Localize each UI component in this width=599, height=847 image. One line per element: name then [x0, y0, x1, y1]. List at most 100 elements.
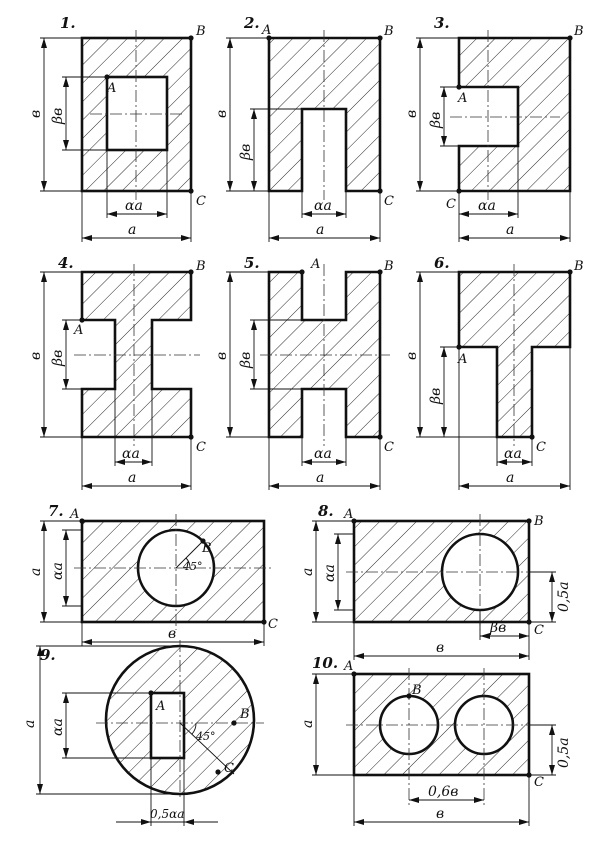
- point-a: A: [457, 352, 467, 367]
- dim-label: βв: [428, 388, 444, 405]
- figure-8-number: 8.: [318, 502, 334, 520]
- dim-label: αa: [504, 446, 522, 462]
- figure-10-number: 10.: [312, 654, 338, 672]
- figure-7-outline: [80, 519, 266, 624]
- point-a: A: [457, 91, 467, 106]
- dim-label: a: [28, 568, 44, 576]
- dim-label: в: [404, 110, 420, 118]
- point-b: B: [573, 24, 584, 39]
- figure-9: [36, 640, 264, 826]
- labels: 1. A B C в βв αa a 2. A B C в βв αa a 3.…: [22, 14, 584, 822]
- dim-label: αa: [478, 198, 496, 214]
- dim-label: в: [404, 352, 420, 360]
- point-b: B: [239, 707, 250, 722]
- figure-1: [40, 30, 194, 242]
- figure-4: [40, 264, 200, 490]
- figure-9-section: [106, 646, 254, 794]
- figure-2-outline: [267, 36, 382, 193]
- figure-5: [226, 264, 390, 490]
- dim-label: в: [214, 352, 230, 360]
- figure-1-hole: [105, 75, 169, 152]
- dim-label: αa: [314, 446, 332, 462]
- point-b: B: [195, 259, 206, 274]
- figure-3-number: 3.: [434, 14, 450, 32]
- dim-label: a: [506, 470, 514, 486]
- point-c: C: [224, 761, 234, 776]
- dim-label: a: [506, 222, 514, 238]
- figure-8-outline: [352, 519, 531, 624]
- dim-label: в: [28, 110, 44, 118]
- point-b: B: [383, 24, 394, 39]
- figure-7-number: 7.: [48, 502, 64, 520]
- figure-6: [416, 264, 573, 490]
- figure-4-section: [82, 272, 191, 437]
- point-a: A: [106, 81, 116, 96]
- figure-7-section: [82, 521, 264, 622]
- dim-label: βв: [489, 620, 506, 636]
- figure-4-number: 4.: [58, 254, 74, 272]
- dim-label: 0,5a: [556, 581, 572, 612]
- dim-label: αa: [50, 562, 66, 580]
- figure-1-number: 1.: [60, 14, 76, 32]
- dim-label: a: [128, 222, 136, 238]
- figure-5-number: 5.: [244, 254, 260, 272]
- dim-label: βв: [50, 350, 66, 367]
- dim-label: 0,5a: [556, 737, 572, 768]
- dim-label: a: [300, 568, 316, 576]
- point-c: C: [534, 775, 544, 790]
- point-b: B: [201, 541, 212, 556]
- dim-label: a: [300, 720, 316, 728]
- point-a: A: [310, 257, 320, 272]
- point-a: A: [69, 507, 79, 522]
- figure-10-section: [354, 674, 529, 775]
- angle-label: 45°: [195, 730, 216, 743]
- point-c: C: [384, 440, 394, 455]
- dim-label: βв: [238, 352, 254, 369]
- figure-8: [312, 514, 556, 660]
- point-c: C: [536, 440, 546, 455]
- point-a: A: [343, 507, 353, 522]
- dim-label: αa: [314, 198, 332, 214]
- dim-label: в: [28, 352, 44, 360]
- figure-2-number: 2.: [243, 14, 260, 32]
- dim-label: a: [316, 222, 324, 238]
- dim-label: в: [214, 110, 230, 118]
- figure-6-number: 6.: [434, 254, 450, 272]
- figure-10-outline: [352, 672, 531, 777]
- figure-5-section: [269, 272, 380, 437]
- figure-9-hole: [149, 691, 186, 760]
- angle-label: 45°: [182, 560, 203, 573]
- figure-3: [416, 30, 573, 242]
- point-b: B: [383, 259, 394, 274]
- point-b: B: [195, 24, 206, 39]
- point-b: B: [533, 514, 544, 529]
- dim-label: αa: [125, 198, 143, 214]
- figure-7: [40, 514, 272, 646]
- figure-2-section: [269, 38, 380, 191]
- figure-10: [312, 668, 556, 826]
- figure-9-number: 9.: [40, 646, 56, 664]
- figure-1-outline: [80, 36, 193, 193]
- dim-label: βв: [50, 108, 66, 125]
- figure-2: [226, 30, 383, 242]
- dim-label: 0,5αa: [150, 807, 184, 821]
- dim-label: αa: [322, 564, 338, 582]
- dim-label: a: [128, 470, 136, 486]
- dim-label: βв: [238, 144, 254, 161]
- dim-label: в: [436, 640, 444, 656]
- point-a: A: [343, 659, 353, 674]
- point-b: B: [573, 259, 584, 274]
- dim-label: в: [168, 626, 176, 642]
- dim-label: βв: [428, 112, 444, 129]
- point-b: B: [411, 683, 422, 698]
- dim-label: a: [22, 720, 38, 728]
- figure-3-section: [459, 38, 570, 191]
- point-a: A: [73, 323, 83, 338]
- dim-label: αa: [50, 718, 66, 736]
- dim-label: в: [436, 806, 444, 822]
- point-c: C: [196, 440, 206, 455]
- point-a: A: [261, 23, 271, 38]
- figure-1-section: [82, 38, 191, 191]
- dim-label: αa: [122, 446, 140, 462]
